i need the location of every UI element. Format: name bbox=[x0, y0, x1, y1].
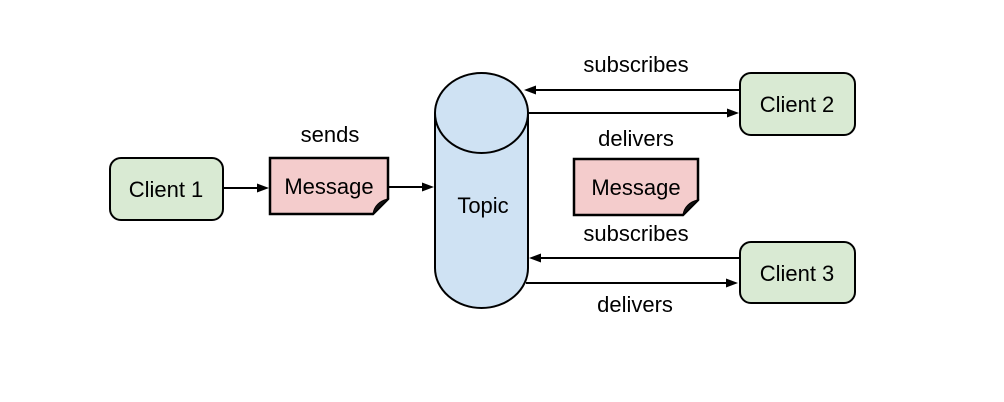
node-client-1: Client 1 bbox=[109, 157, 224, 221]
arrowhead-right-icon bbox=[422, 182, 434, 192]
edge-topic-delivers-client2 bbox=[528, 108, 739, 118]
client-1-label: Client 1 bbox=[129, 177, 204, 202]
arrowhead-left-icon bbox=[524, 85, 536, 95]
edge-label-subscribes-client2: subscribes bbox=[583, 52, 688, 77]
edge-label-delivers-client2: delivers bbox=[598, 126, 674, 151]
client-1-box bbox=[109, 157, 224, 221]
message-sent-label: Message bbox=[284, 174, 373, 199]
edge-label-delivers-client3: delivers bbox=[597, 292, 673, 317]
edge-client1-to-message bbox=[224, 183, 269, 193]
client-2-label: Client 2 bbox=[760, 92, 835, 117]
edge-label-sends: sends bbox=[301, 122, 360, 147]
edge-client2-subscribes bbox=[524, 85, 740, 95]
edge-topic-delivers-client3 bbox=[526, 278, 738, 288]
message-sent-fold-corner-icon bbox=[372, 198, 390, 216]
message-delivered-label: Message bbox=[591, 175, 680, 200]
node-topic: Topic bbox=[434, 72, 529, 309]
topic-cylinder-body bbox=[434, 113, 529, 309]
node-client-3: Client 3 bbox=[739, 241, 856, 304]
arrowhead-left-icon bbox=[529, 253, 541, 263]
topic-label: Topic bbox=[457, 193, 508, 218]
edge-label-subscribes-client3: subscribes bbox=[583, 221, 688, 246]
client-3-box bbox=[739, 241, 856, 304]
topic-cylinder-top bbox=[434, 72, 529, 154]
message-delivered-fold-corner-icon bbox=[682, 199, 700, 217]
node-client-2: Client 2 bbox=[739, 72, 856, 136]
arrowhead-right-icon bbox=[257, 183, 269, 193]
edge-client3-subscribes bbox=[529, 253, 740, 263]
node-message-sent: Message bbox=[268, 156, 390, 216]
arrowhead-right-icon bbox=[727, 108, 739, 118]
client-3-label: Client 3 bbox=[760, 261, 835, 286]
node-message-delivered: Message bbox=[572, 157, 700, 217]
arrowhead-right-icon bbox=[726, 278, 738, 288]
client-2-box bbox=[739, 72, 856, 136]
edge-message-to-topic bbox=[389, 182, 434, 192]
